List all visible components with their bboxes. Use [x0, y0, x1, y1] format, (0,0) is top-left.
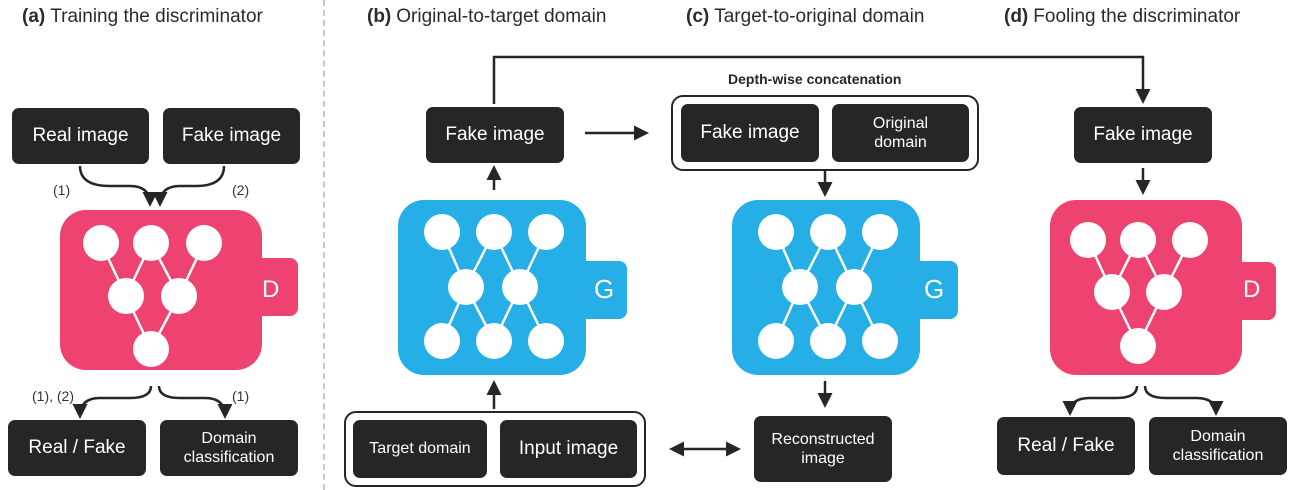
network-letter-d-a: D: [262, 276, 280, 303]
reconstructed-image-box: Reconstructed image: [754, 416, 892, 482]
panel-d-title: (d)Fooling the discriminator: [1004, 6, 1241, 27]
generator-network-c: [732, 200, 958, 375]
real-image-box: Real image: [12, 108, 149, 164]
step-label-2: (2): [232, 182, 250, 198]
step-label-1-bottom: (1): [232, 388, 250, 404]
domain-classification-box-d: Domain classification: [1149, 417, 1287, 475]
real-fake-box-a: Real / Fake: [8, 420, 146, 476]
panel-a-title: (a)Training the discriminator: [22, 6, 263, 27]
input-image-box: Input image: [500, 420, 637, 478]
domain-classification-box-a: Domain classification: [160, 420, 298, 476]
panel-b-title: (b)Original-to-target domain: [367, 6, 607, 27]
panel-divider: [323, 0, 325, 490]
fake-image-box-c: Fake image: [681, 104, 819, 162]
depthwise-concat-frame: [671, 95, 979, 171]
discriminator-network-d: [1050, 200, 1276, 375]
network-letter-g-c: G: [924, 274, 945, 304]
step-label-1: (1): [53, 182, 71, 198]
depthwise-concat-caption: Depth-wise concatenation: [728, 71, 902, 87]
network-letter-g-b: G: [594, 274, 615, 304]
step-label-1-2: (1), (2): [32, 388, 74, 404]
panel-c-title: (c)Target-to-original domain: [686, 6, 925, 27]
input-concat-frame: [344, 411, 646, 487]
network-letter-d-d: D: [1243, 276, 1261, 303]
fake-image-box-d: Fake image: [1074, 107, 1212, 163]
generator-network-b: [398, 200, 627, 375]
discriminator-network-a: [60, 210, 298, 370]
original-domain-box: Original domain: [832, 104, 969, 162]
fake-image-box-a: Fake image: [163, 108, 300, 164]
target-domain-box: Target domain: [353, 420, 487, 478]
real-fake-box-d: Real / Fake: [997, 417, 1135, 475]
fake-image-box-b: Fake image: [426, 107, 564, 163]
